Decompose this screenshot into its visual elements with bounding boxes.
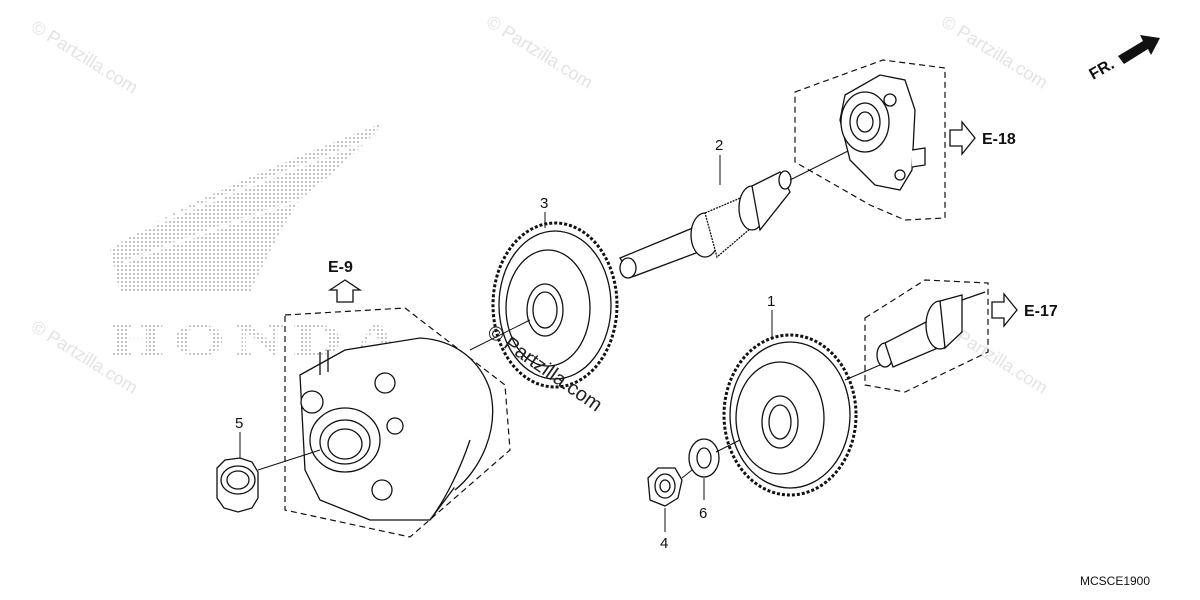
front-label: FR.: [1087, 56, 1118, 84]
callout-4: 4: [660, 535, 668, 552]
watermark-text: © Partzilla.com: [483, 11, 596, 92]
part-2-shaft: [619, 170, 792, 279]
part-3-gear: [491, 221, 619, 389]
part-4-flange-nut: [647, 467, 683, 507]
callout-3: 3: [540, 195, 548, 212]
honda-wing-logo: HONDA: [110, 122, 404, 365]
bearing-cover: [839, 74, 926, 191]
front-direction-indicator: FR.: [1087, 35, 1160, 84]
callout-2: 2: [715, 137, 723, 154]
callout-6: 6: [699, 505, 707, 522]
ref-e18[interactable]: E-18: [949, 120, 1016, 156]
final-drive-housing: [299, 337, 494, 521]
watermark-text: © Partzilla.com: [28, 16, 141, 97]
leader-line: [257, 449, 321, 471]
leader-line: [844, 364, 881, 381]
right-arrow-icon: [949, 120, 976, 156]
front-arrow-icon: [1118, 35, 1160, 64]
leader-line: [469, 319, 531, 351]
diagram-code: MCSCE1900: [1080, 574, 1150, 588]
up-arrow-icon: [327, 279, 363, 303]
leader-line: [681, 469, 693, 479]
ref-e9-label: E-9: [328, 259, 353, 276]
ref-e9[interactable]: E-9: [327, 259, 363, 303]
cover-dashed-box: [794, 59, 946, 221]
housing-dashed-box: [284, 307, 511, 538]
right-arrow-icon: [991, 292, 1018, 328]
ref-e17-label: E-17: [1024, 303, 1058, 320]
shaft-dashed-box: [864, 279, 989, 393]
leader-line: [715, 439, 741, 453]
part-6-washer: [688, 438, 720, 478]
callout-1: 1: [767, 293, 775, 310]
ref-e18-label: E-18: [982, 131, 1016, 148]
part-1-gear: [722, 333, 858, 497]
part-5-lock-nut: [216, 457, 259, 513]
splined-shaft: [876, 291, 986, 368]
leader-line: [789, 149, 851, 181]
watermark-text: © Partzilla.com: [938, 11, 1051, 92]
ref-e17[interactable]: E-17: [991, 292, 1058, 328]
callout-5: 5: [235, 415, 243, 432]
